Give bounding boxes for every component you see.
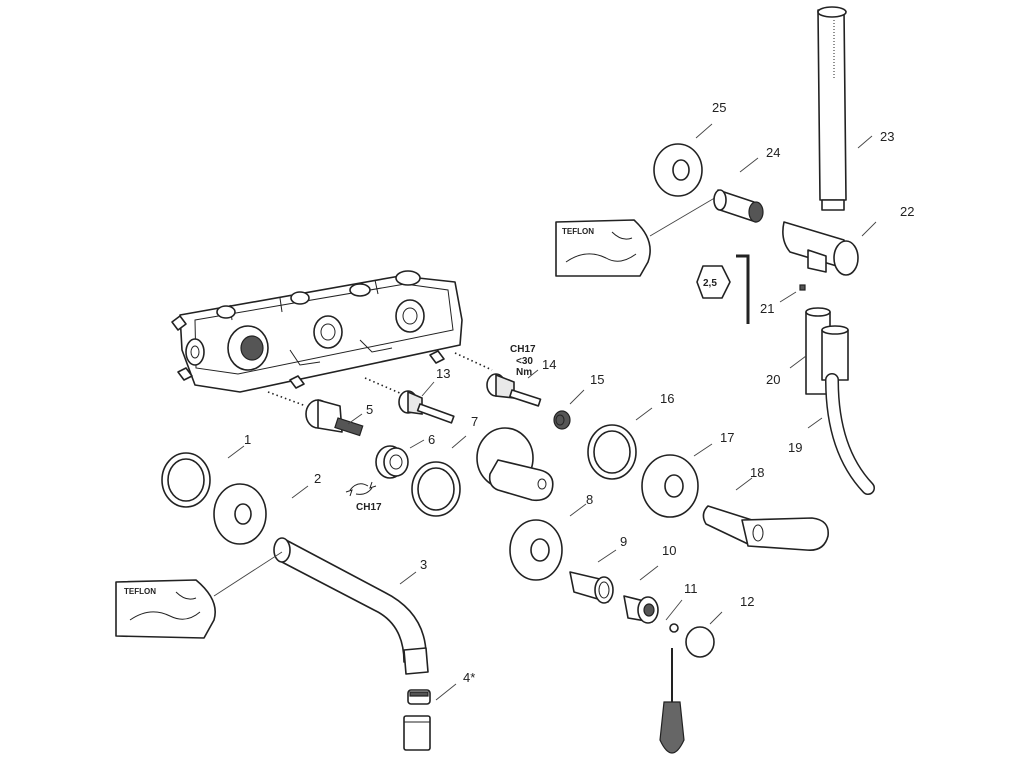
part-label-21: 21 (760, 301, 774, 316)
part-14-diverter-cartridge (486, 373, 542, 407)
part-number-labels: 1 2 3 4* 5 6 7 8 9 10 11 12 13 14 15 16 … (244, 100, 914, 685)
part-8-rosette (509, 519, 563, 581)
part-label-10: 10 (662, 543, 676, 558)
part-13-stem-cartridge (398, 390, 455, 424)
part-label-9: 9 (620, 534, 627, 549)
part-label-6: 6 (428, 432, 435, 447)
part-15-cap (553, 410, 571, 430)
ch17-wrench-icon (345, 481, 377, 497)
part-label-20: 20 (766, 372, 780, 387)
teflon-inset-shower: TEFLON (555, 219, 651, 277)
torque-unit: Nm (516, 367, 532, 378)
part-4-aerator (403, 689, 431, 751)
teflon-label: TEFLON (124, 587, 156, 596)
ch17-label: CH17 (356, 502, 382, 513)
part-17-rosette (641, 454, 699, 518)
part-18-lever (702, 505, 829, 552)
part-label-25: 25 (712, 100, 726, 115)
torque-value: <30 (516, 356, 533, 367)
part-label-11: 11 (684, 581, 698, 596)
part-5-cartridge (305, 399, 364, 437)
part-3-spout (273, 537, 429, 675)
part-1-ring (161, 452, 211, 508)
part-label-23: 23 (880, 129, 894, 144)
part-label-2: 2 (314, 471, 321, 486)
torque-annotation: CH17 <30 Nm (510, 344, 536, 378)
part-12-cap (685, 626, 715, 658)
part-label-16: 16 (660, 391, 674, 406)
mixer-handle (476, 427, 554, 502)
torque-wrench-size: CH17 (510, 344, 536, 355)
part-label-15: 15 (590, 372, 604, 387)
part-label-18: 18 (750, 465, 764, 480)
part-label-19: 19 (788, 440, 802, 455)
part-19-hose (825, 373, 875, 495)
part-20-hose-nut (805, 307, 849, 395)
part-11-screw (669, 623, 679, 633)
teflon-label: TEFLON (562, 227, 594, 236)
part-2-rosette (213, 483, 267, 545)
part-label-8: 8 (586, 492, 593, 507)
part-label-4: 4* (463, 670, 475, 685)
part-23-hand-shower (817, 6, 847, 211)
part-16-ring (587, 424, 637, 480)
part-25-rosette (653, 143, 703, 197)
concealed-valve-body (171, 270, 463, 393)
screwdriver-icon (659, 648, 685, 754)
part-label-22: 22 (900, 204, 914, 219)
part-21-hex-key: 2,5 (696, 254, 806, 324)
part-label-13: 13 (436, 366, 450, 381)
part-label-14: 14 (542, 357, 556, 372)
part-24-nipple (713, 189, 764, 223)
part-label-3: 3 (420, 557, 427, 572)
part-7-ring (411, 461, 461, 517)
hex-key-size: 2,5 (703, 278, 717, 289)
part-22-wall-connector (782, 221, 859, 276)
teflon-inset-spout: TEFLON (115, 579, 216, 639)
part-label-5: 5 (366, 402, 373, 417)
part-label-17: 17 (720, 430, 734, 445)
part-label-24: 24 (766, 145, 780, 160)
part-6-nut (375, 445, 409, 479)
part-label-1: 1 (244, 432, 251, 447)
part-label-12: 12 (740, 594, 754, 609)
leader-lines (227, 123, 877, 701)
part-9-sleeve (569, 571, 614, 604)
part-10-knob (623, 595, 659, 624)
part-label-7: 7 (471, 414, 478, 429)
